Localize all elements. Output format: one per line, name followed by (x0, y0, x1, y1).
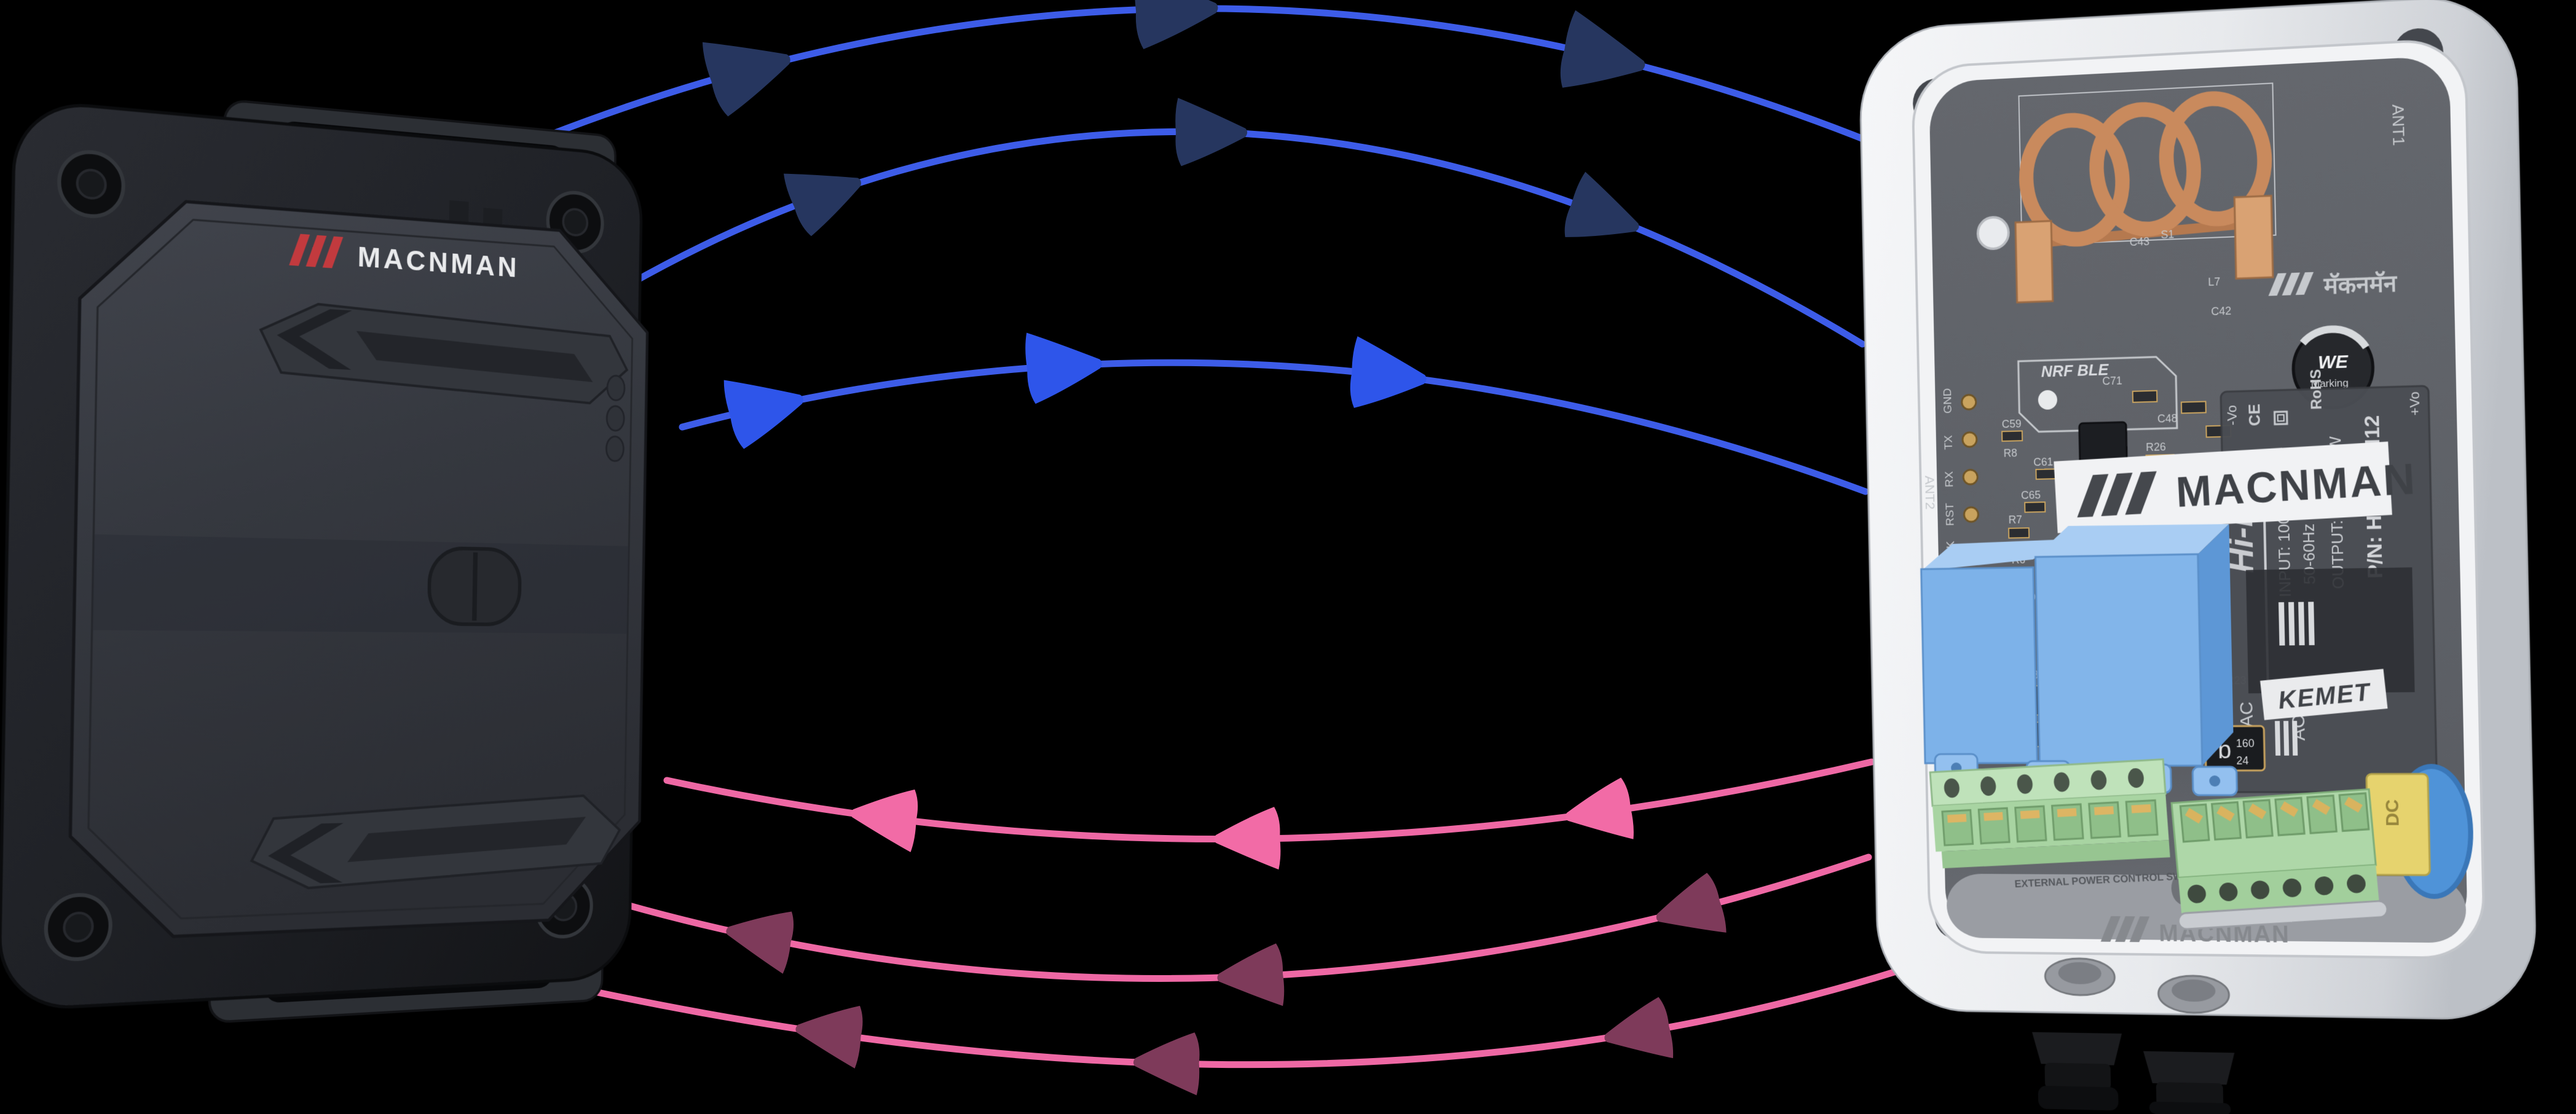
svg-text:C61: C61 (2033, 455, 2053, 468)
svg-text:NRF BLE: NRF BLE (2041, 361, 2109, 381)
downlink-arc-2-arrowhead-icon (1648, 871, 1728, 949)
svg-text:C48: C48 (2157, 412, 2178, 425)
cable-gland (2032, 1032, 2124, 1111)
downlink-arc-1-arrowhead-icon (847, 782, 920, 852)
svg-text:R26: R26 (2146, 441, 2166, 453)
ant2-label: ANT2 (1922, 476, 1937, 510)
downlink-arc-3 (489, 955, 1945, 1065)
uplink-arc-2-arrowhead-icon (781, 149, 873, 238)
svg-text:CE: CE (2246, 404, 2264, 426)
svg-text:मॅकनमॅन: मॅकनमॅन (2323, 270, 2398, 299)
svg-text:160: 160 (2236, 737, 2255, 750)
relays (1920, 523, 2237, 795)
led-icon (607, 375, 625, 401)
uplink-arc-3-arrowhead-icon (1347, 336, 1430, 415)
led-icon (607, 406, 624, 431)
svg-text:TX: TX (1942, 434, 1955, 450)
terminal-block-left (1930, 759, 2170, 869)
svg-text:L7: L7 (2208, 275, 2220, 288)
svg-text:RX: RX (1942, 471, 1955, 487)
svg-text:RoHS: RoHS (2307, 369, 2325, 410)
svg-text:RST: RST (1943, 503, 1956, 526)
downlink-arc-2-arrowhead-icon (720, 900, 797, 974)
downlink-arc-1-arrowhead-icon (1561, 777, 1636, 849)
center-split-button (429, 548, 521, 625)
uplink-arc-3-arrowhead-icon (1024, 328, 1105, 404)
uplink-arc-2-arrowhead-icon (1175, 98, 1248, 167)
svg-text:R8: R8 (2004, 447, 2018, 460)
uplink-arc-2 (627, 131, 1862, 344)
terminal-block-right (2168, 789, 2388, 930)
svg-text:GND: GND (1940, 388, 1953, 414)
downlink-arc-3-arrowhead-icon (1133, 1031, 1200, 1096)
svg-text:C65: C65 (2021, 488, 2041, 501)
downlink-arc-3-arrowhead-icon (1599, 996, 1675, 1070)
svg-text:AC: AC (2288, 715, 2309, 740)
copper-pad (2015, 221, 2053, 303)
front-face: MACNMAN (68, 194, 648, 941)
copper-pad (2234, 196, 2273, 279)
svg-text:C42: C42 (2211, 305, 2231, 318)
ant1-label: ANT1 (2389, 104, 2407, 146)
status-leds (606, 375, 624, 461)
cable-glands (2032, 1032, 2235, 1114)
svg-text:C59: C59 (2002, 417, 2022, 430)
downlink-arc-2-arrowhead-icon (1216, 943, 1285, 1010)
cable-gland (2143, 1051, 2236, 1114)
right-device-controller: ANT1 ANT2 मॅकनमॅन WE Marking NRF B (1818, 0, 2576, 1114)
svg-text:24: 24 (2236, 755, 2249, 767)
uplink-arc-1-arrowhead-icon (1134, 0, 1219, 49)
svg-text:C71: C71 (2102, 374, 2122, 387)
svg-text:-Vo: -Vo (2224, 405, 2240, 426)
uplink-arc-2-arrowhead-icon (1559, 171, 1650, 260)
screw-boss (1977, 217, 2009, 249)
downlink-arc-3-arrowhead-icon (792, 998, 865, 1069)
svg-text:S1: S1 (2160, 228, 2174, 241)
uplink-arc-3-arrowhead-icon (722, 364, 811, 450)
svg-text:C43: C43 (2129, 235, 2149, 249)
svg-text:AC: AC (2236, 702, 2257, 728)
uplink-arc-1-arrowhead-icon (1556, 10, 1653, 104)
uplink-arc-1-arrowhead-icon (700, 20, 801, 118)
led-icon (606, 436, 624, 461)
screw-bottom-left (45, 894, 111, 961)
svg-text:R7: R7 (2009, 513, 2023, 526)
svg-text:DC: DC (2382, 799, 2403, 826)
uplink-arc-3 (682, 363, 1865, 492)
left-device-antenna-node: MACNMAN (0, 20, 691, 1098)
downlink-arc-1-arrowhead-icon (1214, 807, 1281, 871)
svg-text:+Vo: +Vo (2406, 391, 2423, 416)
relay-2 (2034, 523, 2234, 766)
